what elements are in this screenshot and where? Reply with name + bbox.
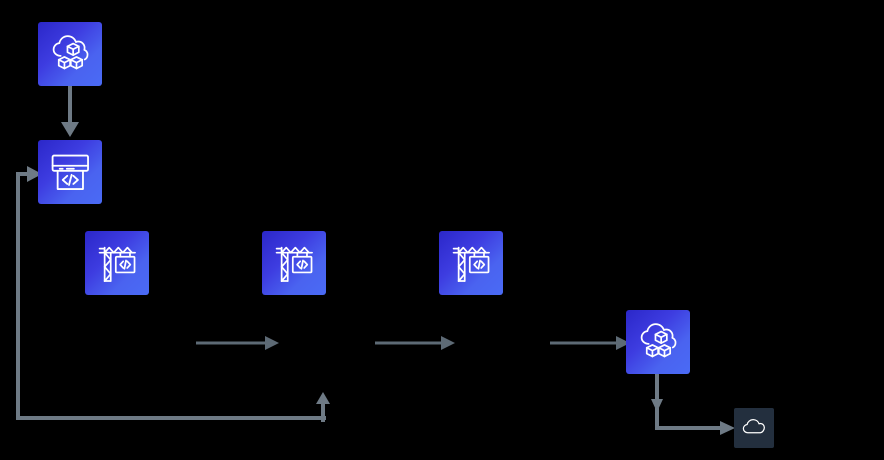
codebuild-crane-icon (452, 246, 490, 282)
connector-source-to-repository (61, 84, 79, 137)
connector-loop-back-to-repository (16, 166, 326, 420)
node-code-repository[interactable] (38, 140, 102, 204)
node-cloudformation-target[interactable] (626, 310, 690, 374)
connector-stage3-to-cloudformation (550, 336, 630, 350)
node-codebuild-stage-2[interactable] (262, 231, 326, 295)
codebuild-crane-icon (275, 246, 313, 282)
connector-pipeline-feedback-up (316, 392, 330, 422)
node-cloudformation-source[interactable] (38, 22, 102, 86)
cloudformation-icon (52, 34, 89, 70)
cloud-icon (743, 419, 766, 434)
connector-cloudformation-to-cloud (651, 372, 735, 435)
node-codebuild-stage-1[interactable] (85, 231, 149, 295)
node-aws-cloud-group[interactable] (734, 408, 774, 448)
code-repository-icon (51, 154, 89, 190)
connector-stage1-to-stage2 (196, 336, 279, 350)
connector-stage2-to-stage3 (375, 336, 455, 350)
cloudformation-icon (640, 322, 677, 358)
node-codebuild-stage-3[interactable] (439, 231, 503, 295)
codebuild-crane-icon (98, 246, 136, 282)
